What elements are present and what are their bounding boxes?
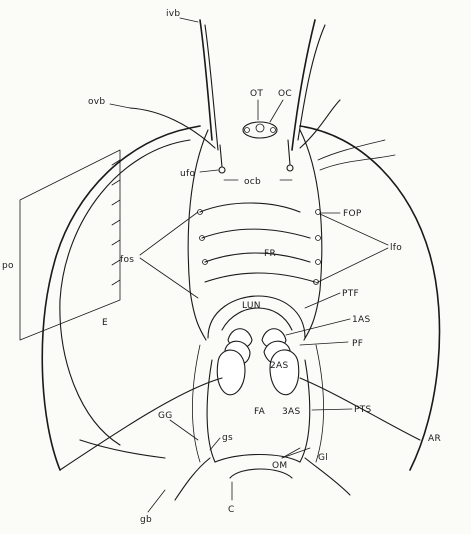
leader-PF — [300, 342, 348, 345]
po-tick-5 — [112, 240, 120, 245]
label-ot: OT — [250, 89, 263, 99]
frontal-socket-6 — [316, 260, 321, 265]
ufo-socket-left — [219, 167, 225, 173]
frontal-socket-5 — [316, 236, 321, 241]
po-tick-3 — [112, 200, 120, 205]
leader-fos-1 — [140, 212, 198, 255]
postocular-bristle-right-2 — [320, 155, 395, 170]
frontal-row-2 — [202, 229, 310, 238]
facial-groove-left — [207, 360, 215, 462]
leader-1AS — [286, 319, 350, 335]
label-oc: OC — [278, 89, 292, 99]
label-3as: 3AS — [282, 407, 301, 417]
label-ocb: ocb — [244, 177, 261, 187]
label-gb: gb — [140, 515, 152, 525]
label-pts: PTS — [354, 405, 372, 415]
label-gl: Gl — [318, 453, 328, 463]
label-om: OM — [272, 461, 287, 471]
po-tick-7 — [112, 280, 120, 285]
antenna-segment-3-left — [217, 350, 245, 395]
label-fr: FR — [264, 249, 276, 259]
leader-gb — [148, 490, 165, 512]
label-ufo: ufo — [180, 169, 195, 179]
label-ptf: PTF — [342, 289, 359, 299]
parafacial-left — [193, 345, 201, 462]
leader-ivb — [180, 18, 198, 22]
label-gg: GG — [158, 411, 173, 421]
ocellus-right — [271, 128, 276, 133]
leader-PTF — [305, 293, 340, 308]
leader-ufo-left — [200, 170, 218, 172]
leader-gs — [210, 438, 220, 450]
inner-vertical-bristle-left — [200, 20, 212, 140]
parafacial-right — [316, 345, 324, 462]
ufo-socket-right — [287, 165, 293, 171]
facial-groove-right — [300, 360, 310, 462]
label-gs: gs — [222, 433, 233, 443]
po-tick-2 — [112, 180, 120, 185]
lunule — [222, 308, 292, 330]
ufo-bristle-left — [220, 145, 222, 167]
ocellus-left — [245, 128, 250, 133]
frontal-row-1 — [200, 203, 300, 212]
antenna-segment-3-right — [270, 350, 299, 395]
leader-OM-right — [282, 448, 310, 458]
leader-lfo-2 — [316, 248, 388, 283]
label-fop: FOP — [343, 209, 362, 219]
label-po: po — [2, 261, 14, 271]
label-ivb: ivb — [166, 9, 180, 19]
ufo-bristle-right — [288, 140, 290, 165]
label-pf: PF — [352, 339, 363, 349]
po-tick-4 — [112, 220, 120, 225]
leader-PTS — [312, 409, 352, 410]
inner-vertical-bristle-right — [292, 20, 315, 150]
frontal-row-4 — [205, 273, 315, 282]
arista-left — [60, 378, 222, 470]
label-1as: 1AS — [352, 315, 371, 325]
ocellus-median — [256, 124, 264, 132]
frontal-vitta-left — [188, 130, 208, 340]
label-ovb: ovb — [88, 97, 105, 107]
vibrissa-right — [305, 458, 350, 495]
postocular-bristle-right-1 — [318, 140, 385, 160]
label-lfo: lfo — [390, 243, 402, 253]
label-2as: 2AS — [270, 361, 289, 371]
frontal-vitta-right — [300, 130, 322, 340]
label-lun: LUN — [242, 301, 261, 311]
frontal-row-3 — [205, 253, 310, 262]
label-fos: fos — [120, 255, 134, 265]
outer-vertical-bristle-right — [300, 100, 340, 148]
postorbital-row-outline — [20, 150, 120, 340]
leader-OC — [270, 100, 283, 122]
label-e: E — [102, 318, 108, 328]
outer-vertical-bristle-left — [130, 108, 215, 148]
po-tick-6 — [112, 260, 120, 265]
leader-OM-left — [282, 448, 300, 458]
label-ar: AR — [428, 434, 441, 444]
leader-ovb — [110, 104, 130, 108]
eye-outline — [60, 140, 190, 445]
ocellar-tubercle — [243, 122, 277, 138]
label-c: C — [228, 505, 235, 515]
vibrissa-left — [175, 458, 210, 500]
label-fa: FA — [254, 407, 266, 417]
